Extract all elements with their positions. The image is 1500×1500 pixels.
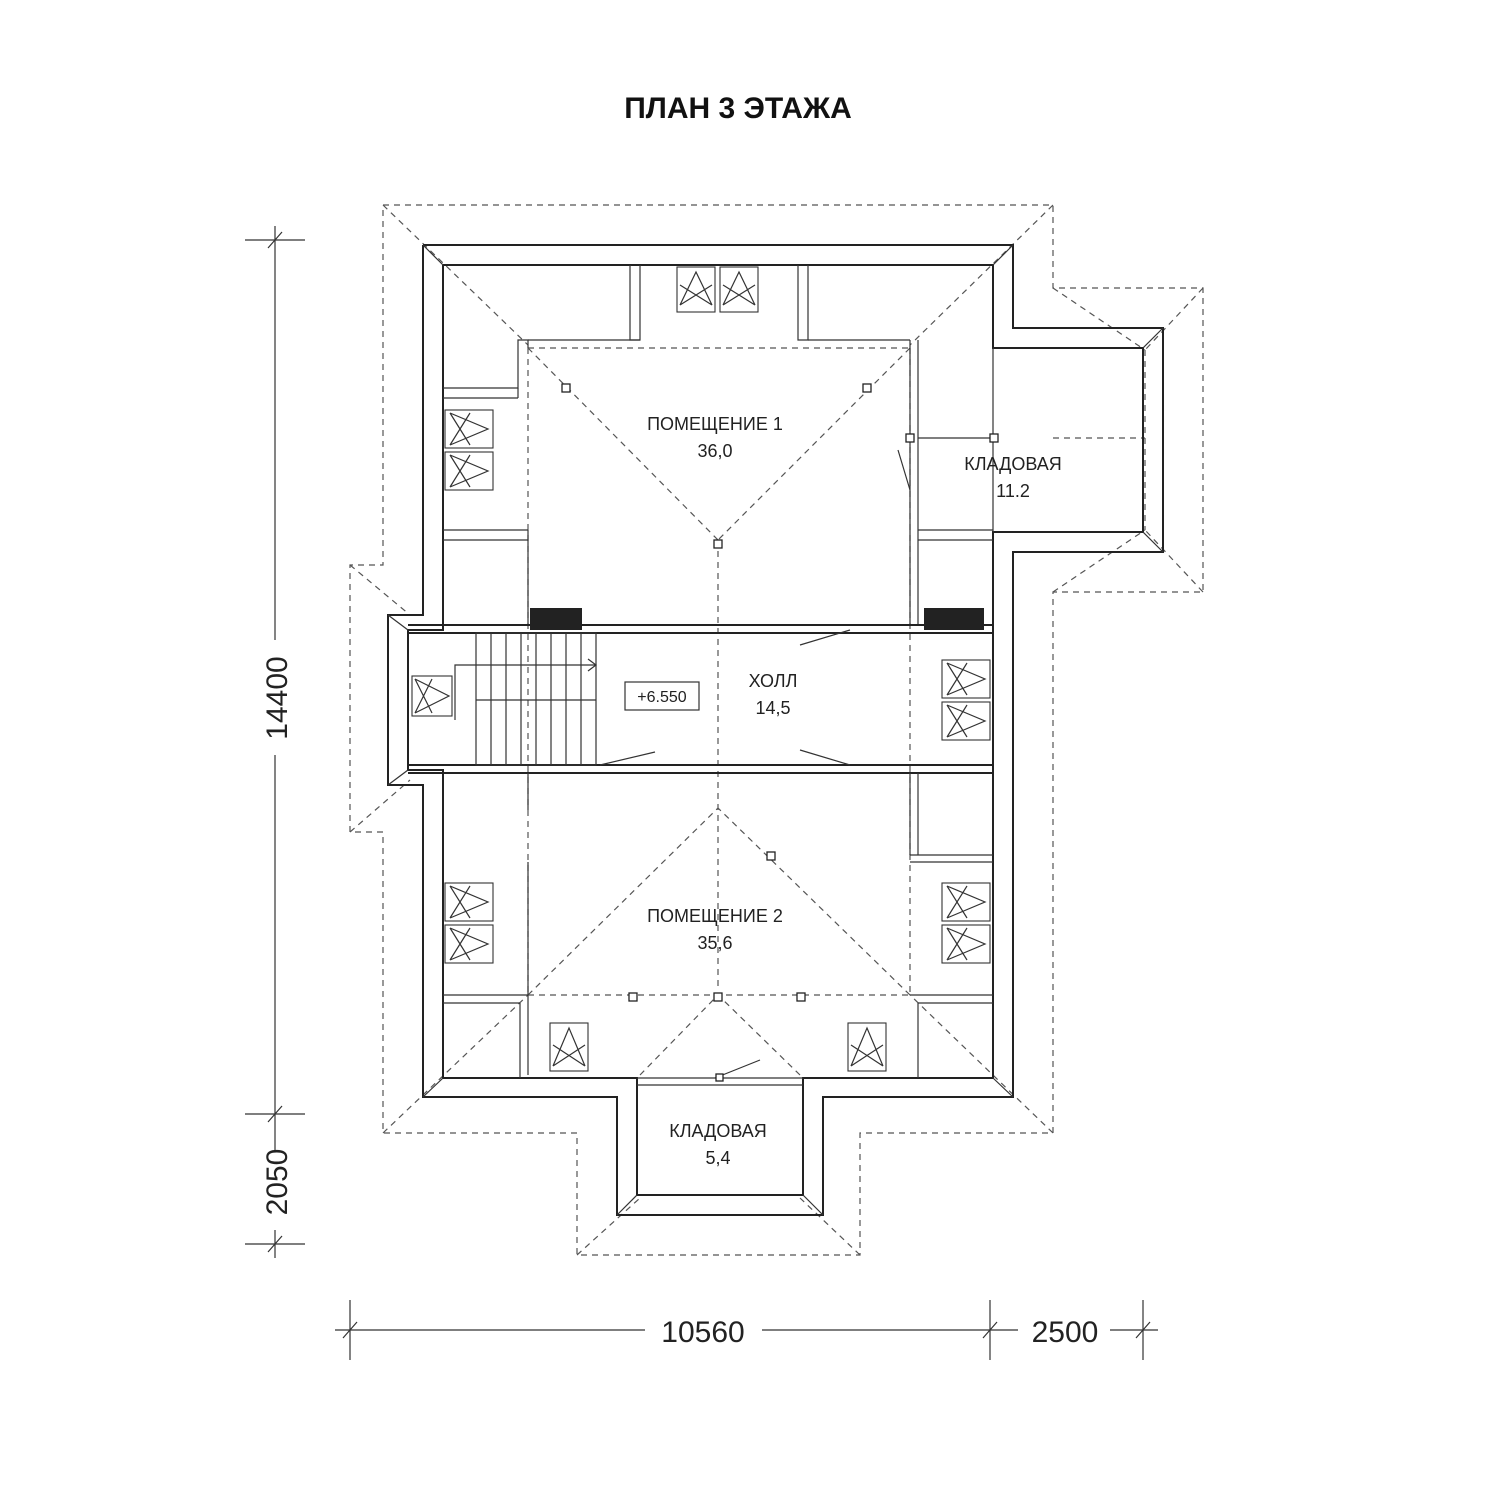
level-mark-box — [624, 681, 700, 711]
dimension-14400: 14400 — [261, 656, 294, 739]
skylight — [411, 675, 453, 717]
dimension-2050: 2050 — [261, 1149, 294, 1216]
skylight — [676, 266, 716, 313]
skylights — [411, 266, 991, 1072]
skylight — [444, 882, 494, 922]
skylight — [941, 659, 991, 699]
level-mark: +6.550 — [637, 689, 686, 706]
skylight — [941, 924, 991, 964]
skylight — [847, 1022, 887, 1072]
horizontal-dimension — [335, 1300, 1158, 1360]
room-area: 14,5 — [755, 698, 790, 718]
dimension-10560: 10560 — [661, 1316, 744, 1349]
skylight — [719, 266, 759, 313]
interior-walls — [408, 265, 994, 1086]
skylight — [549, 1022, 589, 1072]
room-area: 11.2 — [996, 481, 1030, 501]
electrical-panels — [530, 608, 984, 630]
dimension-2500: 2500 — [1032, 1316, 1099, 1349]
room-name: ПОМЕЩЕНИЕ 2 — [647, 906, 783, 926]
skylight — [444, 409, 494, 449]
room-name: КЛАДОВАЯ — [669, 1121, 767, 1141]
roof-nodes — [561, 383, 999, 1082]
room-name: КЛАДОВАЯ — [964, 454, 1062, 474]
skylight — [444, 924, 494, 964]
outer-walls — [387, 244, 1164, 1216]
room-area: 35,6 — [697, 933, 732, 953]
skylight — [444, 451, 494, 491]
plan-title: ПЛАН 3 ЭТАЖА — [624, 92, 852, 125]
room-name: ПОМЕЩЕНИЕ 1 — [647, 414, 783, 434]
room-area: 36,0 — [697, 441, 732, 461]
room-name: ХОЛЛ — [749, 671, 798, 691]
staircase — [454, 632, 597, 766]
skylight — [941, 701, 991, 741]
vertical-dimension — [245, 226, 305, 1258]
room-area: 5,4 — [705, 1148, 730, 1168]
skylight — [941, 882, 991, 922]
